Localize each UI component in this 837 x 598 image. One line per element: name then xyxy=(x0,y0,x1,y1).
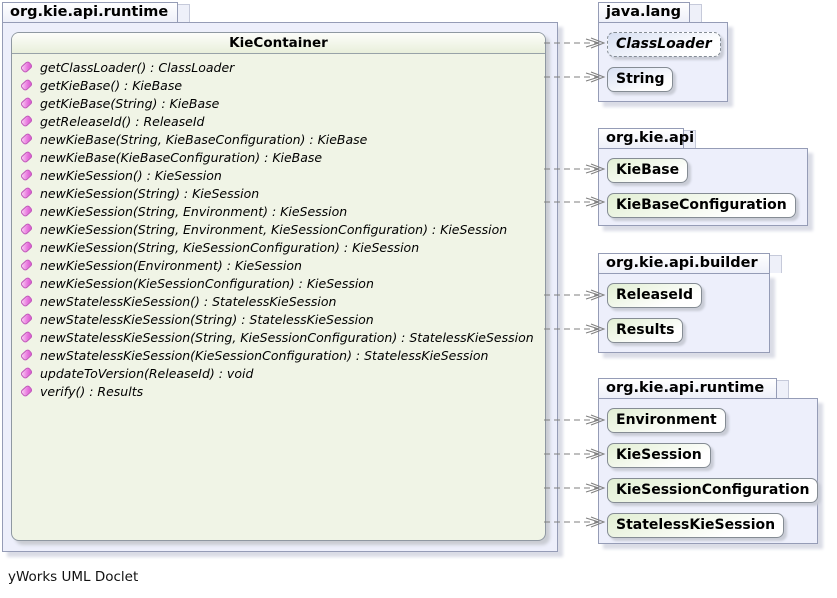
method-signature: newKieSession(String) : KieSession xyxy=(40,185,260,201)
method-signature: newStatelessKieSession(KieSessionConfigu… xyxy=(40,347,489,363)
class-node[interactable]: KieBase xyxy=(607,158,689,183)
method-row[interactable]: newKieBase(String, KieBaseConfiguration)… xyxy=(12,130,545,148)
method-icon xyxy=(19,276,34,290)
method-signature: getClassLoader() : ClassLoader xyxy=(40,59,235,75)
method-row[interactable]: getClassLoader() : ClassLoader xyxy=(12,58,545,76)
method-row[interactable]: verify() : Results xyxy=(12,382,545,400)
method-icon xyxy=(19,222,34,236)
method-icon xyxy=(19,384,34,398)
method-signature: newKieSession(Environment) : KieSession xyxy=(40,257,302,273)
package-body-org-kie-api-builder: ReleaseId Results xyxy=(598,273,770,353)
class-box-kiecontainer: KieContainer getClassLoader() : ClassLoa… xyxy=(11,32,546,541)
package-body-org-kie-api: KieBase KieBaseConfiguration xyxy=(598,148,808,226)
package-tab-step xyxy=(770,255,782,273)
method-icon xyxy=(19,348,34,362)
package-tab-step xyxy=(684,130,696,148)
method-signature: newStatelessKieSession() : StatelessKieS… xyxy=(40,293,337,309)
method-signature: getKieBase() : KieBase xyxy=(40,77,183,93)
class-title: KieContainer xyxy=(12,33,545,54)
method-row[interactable]: newStatelessKieSession(String, KieSessio… xyxy=(12,328,545,346)
class-node[interactable]: KieSessionConfiguration xyxy=(607,478,819,503)
method-row[interactable]: getKieBase(String) : KieBase xyxy=(12,94,545,112)
method-signature: updateToVersion(ReleaseId) : void xyxy=(40,365,254,381)
method-icon xyxy=(19,78,34,92)
method-icon xyxy=(19,366,34,380)
class-node[interactable]: KieBaseConfiguration xyxy=(607,193,796,218)
package-tab-step xyxy=(178,4,190,22)
method-icon xyxy=(19,240,34,254)
method-signature: verify() : Results xyxy=(40,383,144,399)
method-row[interactable]: newKieSession(Environment) : KieSession xyxy=(12,256,545,274)
method-signature: getReleaseId() : ReleaseId xyxy=(40,113,205,129)
method-row[interactable]: newKieBase(KieBaseConfiguration) : KieBa… xyxy=(12,148,545,166)
method-list: getClassLoader() : ClassLoader getKieBas… xyxy=(12,54,545,400)
method-row[interactable]: newKieSession(String, Environment, KieSe… xyxy=(12,220,545,238)
package-body-java-lang: ClassLoader String xyxy=(598,22,728,102)
method-icon xyxy=(19,168,34,182)
method-icon xyxy=(19,258,34,272)
method-icon xyxy=(19,204,34,218)
method-row[interactable]: newStatelessKieSession(String) : Statele… xyxy=(12,310,545,328)
method-icon xyxy=(19,60,34,74)
class-node[interactable]: KieSession xyxy=(607,443,711,468)
method-icon xyxy=(19,186,34,200)
method-row[interactable]: newKieSession(String, Environment) : Kie… xyxy=(12,202,545,220)
class-node[interactable]: String xyxy=(607,67,674,92)
package-tab-main: org.kie.api.runtime xyxy=(2,2,178,22)
class-node[interactable]: ReleaseId xyxy=(607,283,703,308)
method-icon xyxy=(19,114,34,128)
class-node[interactable]: StatelessKieSession xyxy=(607,513,785,538)
method-row[interactable]: newStatelessKieSession() : StatelessKieS… xyxy=(12,292,545,310)
method-signature: newKieSession(String, Environment, KieSe… xyxy=(40,221,508,237)
package-tab-org-kie-api: org.kie.api xyxy=(598,128,694,148)
method-icon xyxy=(19,330,34,344)
method-icon xyxy=(19,312,34,326)
method-signature: getKieBase(String) : KieBase xyxy=(40,95,220,111)
package-tab-java-lang: java.lang xyxy=(598,2,690,22)
method-signature: newStatelessKieSession(String, KieSessio… xyxy=(40,329,534,345)
package-tab-step xyxy=(690,4,702,22)
method-signature: newKieSession(KieSessionConfiguration) :… xyxy=(40,275,374,291)
package-body-main: KieContainer getClassLoader() : ClassLoa… xyxy=(2,22,558,552)
package-body-org-kie-api-runtime: Environment KieSession KieSessionConfigu… xyxy=(598,398,819,544)
method-row[interactable]: getReleaseId() : ReleaseId xyxy=(12,112,545,130)
method-row[interactable]: getKieBase() : KieBase xyxy=(12,76,545,94)
method-row[interactable]: updateToVersion(ReleaseId) : void xyxy=(12,364,545,382)
method-icon xyxy=(19,294,34,308)
class-node[interactable]: Environment xyxy=(607,408,726,433)
method-signature: newKieBase(String, KieBaseConfiguration)… xyxy=(40,131,368,147)
method-row[interactable]: newKieSession(String) : KieSession xyxy=(12,184,545,202)
package-tab-org-kie-api-runtime: org.kie.api.runtime xyxy=(598,378,777,398)
method-row[interactable]: newKieSession(KieSessionConfiguration) :… xyxy=(12,274,545,292)
package-tab-org-kie-api-builder: org.kie.api.builder xyxy=(598,253,770,273)
package-tab-step xyxy=(777,380,789,398)
method-signature: newKieSession(String, KieSessionConfigur… xyxy=(40,239,420,255)
class-node[interactable]: ClassLoader xyxy=(607,32,721,57)
class-node[interactable]: Results xyxy=(607,318,684,343)
method-row[interactable]: newKieSession(String, KieSessionConfigur… xyxy=(12,238,545,256)
method-icon xyxy=(19,132,34,146)
method-signature: newKieBase(KieBaseConfiguration) : KieBa… xyxy=(40,149,323,165)
method-signature: newKieSession() : KieSession xyxy=(40,167,222,183)
footer-caption: yWorks UML Doclet xyxy=(8,569,139,585)
method-icon xyxy=(19,96,34,110)
method-row[interactable]: newKieSession() : KieSession xyxy=(12,166,545,184)
method-signature: newKieSession(String, Environment) : Kie… xyxy=(40,203,348,219)
method-signature: newStatelessKieSession(String) : Statele… xyxy=(40,311,374,327)
method-icon xyxy=(19,150,34,164)
method-row[interactable]: newStatelessKieSession(KieSessionConfigu… xyxy=(12,346,545,364)
